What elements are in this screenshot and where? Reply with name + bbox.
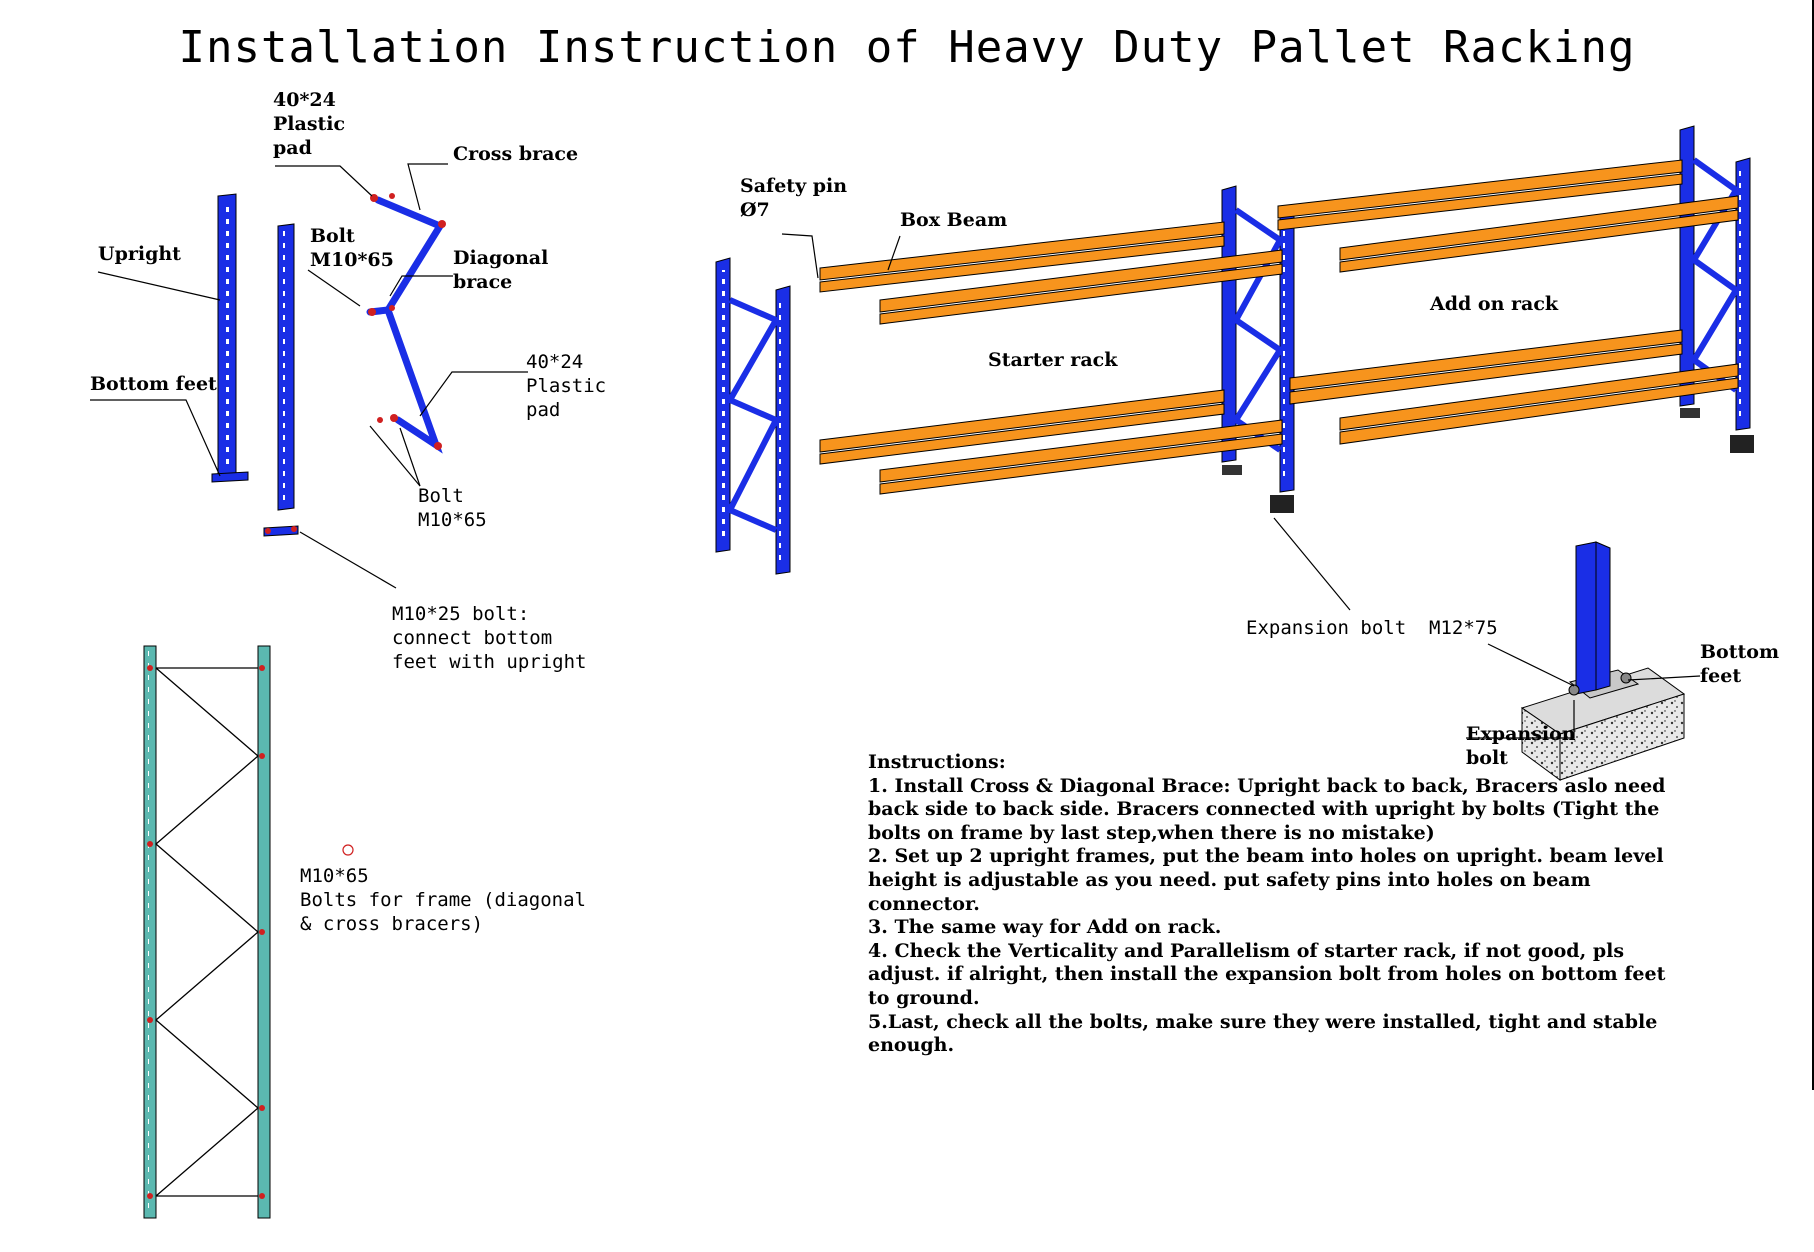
bottom-feet-plate [263,525,299,537]
label-frame-bolts: M10*65 Bolts for frame (diagonal & cross… [300,865,586,935]
bottom-left-frame [143,645,271,1219]
label-m10-25-bolt: M10*25 bolt: connect bottom feet with up… [392,603,587,673]
label-diagonal-brace: Diagonal brace [453,247,549,293]
leader-lines-left [90,163,528,589]
label-box-beam: Box Beam [900,209,1008,231]
instruction-step: 5.Last, check all the bolts, make sure t… [868,1010,1658,1057]
label-plastic-pad-mid: 40*24 Plastic pad [526,351,607,421]
label-upright: Upright [98,243,181,265]
label-bolt-mid: Bolt M10*65 [418,485,487,531]
label-safety-pin: Safety pin Ø7 [740,175,848,221]
instruction-step: 2. Set up 2 upright frames, put the beam… [868,845,1664,915]
label-bottom-feet-right: Bottom feet [1700,641,1780,687]
label-starter-rack: Starter rack [988,349,1118,371]
second-upright [277,223,295,511]
label-expansion-bolt-m12: Expansion bolt M12*75 [1246,617,1498,639]
frame-bolt-icon [342,844,354,856]
label-bottom-feet-left: Bottom feet [90,373,217,395]
label-expansion-bolt: Expansion bolt [1466,723,1576,769]
expansion-bolt-detail [1520,541,1686,781]
brace-bolts [368,193,446,450]
label-bolt-top: Bolt M10*65 [310,225,394,271]
starter-frame-right [1221,185,1295,513]
left-upright-with-feet [211,193,249,483]
label-plastic-pad-top: 40*24 Plastic pad [273,89,346,159]
instructions-block: Instructions: 1. Install Cross & Diagona… [868,751,1688,1058]
label-cross-brace: Cross brace [453,143,579,165]
instructions-heading: Instructions: [868,751,1006,773]
starter-frame-left [715,257,791,575]
leader-lines-right [781,233,1701,739]
label-add-on-rack: Add on rack [1430,293,1559,315]
frame-bolt-dots [147,665,265,1199]
addon-frame-right [1679,125,1754,453]
instruction-step: 1. Install Cross & Diagonal Brace: Uprig… [868,774,1666,844]
page-title: Installation Instruction of Heavy Duty P… [178,22,1636,73]
instruction-step: 4. Check the Verticality and Parallelism… [868,939,1666,1009]
instruction-step: 3. The same way for Add on rack. [868,916,1222,939]
page-edge-line [1812,0,1814,1090]
box-beams [819,159,1739,495]
